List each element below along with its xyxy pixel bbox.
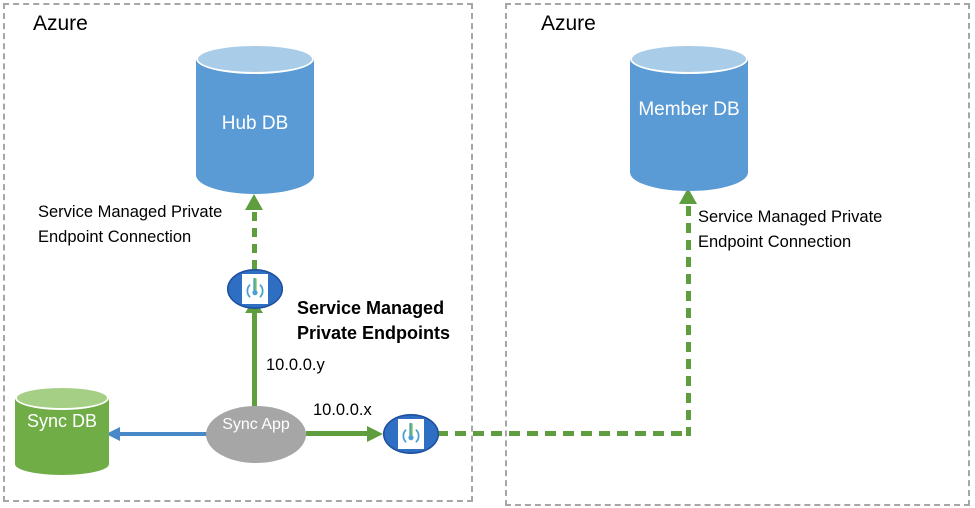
azure-boundary-left [3,3,473,502]
edge-pe-member-horizontal [437,431,691,436]
private-endpoint-member-node[interactable] [383,414,439,454]
edge-pe-hub-to-hub-db-arrowhead [245,194,263,210]
edge-pe-member-to-member-db [686,206,691,436]
private-endpoint-icon [398,419,424,449]
edge-sync-app-to-pe-member-arrowhead [367,426,383,442]
edge-sync-app-to-sync-db-arrowhead [106,427,120,441]
member-db-node[interactable]: Member DB [630,44,748,191]
edge-sync-app-to-pe-hub [252,311,257,411]
service-managed-private-endpoints-title: Service Managed Private Endpoints [297,298,451,343]
azure-label-left: Azure [33,12,88,35]
sync-db-cylinder-top [15,386,109,410]
hub-db-cylinder-top [196,44,314,74]
edge-pe-member-to-member-db-arrowhead [679,188,697,204]
hub-db-cylinder-body [196,58,314,194]
azure-label-right: Azure [541,12,596,35]
sync-app-label: Sync App [222,416,290,433]
edge-sync-app-to-pe-member [306,431,370,436]
ip-label-hub: 10.0.0.y [266,356,325,374]
edge-sync-app-to-sync-db [119,432,213,436]
sync-app-node[interactable]: Sync App [206,406,306,463]
hub-db-node[interactable]: Hub DB [196,44,314,194]
private-endpoint-hub-node[interactable] [227,269,283,309]
sync-db-cylinder-body [15,397,109,475]
member-db-cylinder-body [630,58,748,191]
edge-pe-hub-to-hub-db [252,212,257,270]
azure-boundary-right [505,3,970,506]
member-connection-annotation: Service Managed Private Endpoint Connect… [698,208,883,251]
member-db-cylinder-top [630,44,748,74]
ip-label-member: 10.0.0.x [313,401,372,419]
private-endpoint-icon [242,274,268,304]
sync-db-node[interactable]: Sync DB [15,386,109,475]
hub-connection-annotation: Service Managed Private Endpoint Connect… [38,203,223,246]
